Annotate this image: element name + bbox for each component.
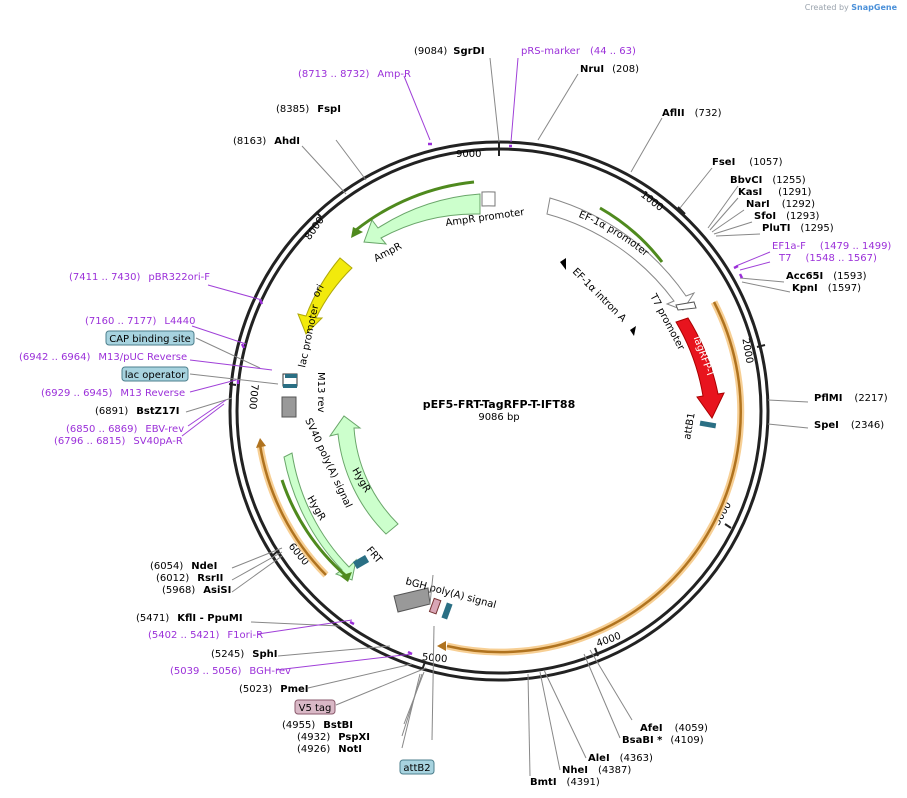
m13-rev-label: M13 rev <box>315 372 326 413</box>
ef1a-intron-end-marker <box>630 326 636 336</box>
site-kfli: (5471)KflI - PpuMI <box>136 613 243 624</box>
tick-marks <box>228 142 766 671</box>
site-bmti: BmtI(4391) <box>530 777 600 788</box>
site-kasi: KasI(1291) <box>738 187 812 198</box>
site-sv40pa-r: (6796 .. 6815)SV40pA-R <box>54 436 183 447</box>
site-pflmi: PflMI(2217) <box>814 393 888 404</box>
site-alei: AleI(4363) <box>588 753 653 764</box>
orf-arrow-right-head <box>437 641 446 651</box>
site-fspi: (8385)FspI <box>276 104 341 115</box>
leader-lines <box>185 57 809 777</box>
v5-tag-box <box>294 699 336 715</box>
site-ndei: (6054)NdeI <box>150 561 217 572</box>
site-pbr322ori-f: (7411 .. 7430)pBR322ori-F <box>69 272 210 283</box>
site-sfoi: SfoI(1293) <box>754 211 820 222</box>
created-by-text: Created by <box>804 3 849 12</box>
site-ef1a-f: EF1a-F(1479 .. 1499) <box>772 241 891 252</box>
site-m13-reverse: (6929 .. 6945)M13 Reverse <box>41 388 185 399</box>
snapgene-logo: SnapGene <box>851 3 897 12</box>
site-nari: NarI(1292) <box>746 199 815 210</box>
backbone <box>228 140 770 682</box>
site-labels: (9084)SgrDI pRS-marker(44 .. 63) NruI(20… <box>19 46 891 788</box>
lac-operator-box <box>121 366 189 382</box>
site-m13-puc-reverse: (6942 .. 6964)M13/pUC Reverse <box>19 352 187 363</box>
cap-binding-site-label: CAP binding site <box>109 334 191 345</box>
tick-label-5000: 5000 <box>421 652 447 665</box>
site-acc65i: Acc65I(1593) <box>786 271 867 282</box>
attb1-mark <box>699 420 717 429</box>
site-nrui: NruI(208) <box>580 64 639 75</box>
tick-label-2000: 2000 <box>739 337 754 364</box>
hygr-orf-line <box>280 479 346 577</box>
attb2-mark <box>441 602 453 620</box>
lac-operator-label: lac operator <box>125 370 186 381</box>
attb2-box <box>399 759 435 775</box>
site-t7: T7(1548 .. 1567) <box>778 253 877 264</box>
site-f1ori-r: (5402 .. 5421)F1ori-R <box>148 630 263 641</box>
ef1a-intron-start-marker <box>560 258 566 270</box>
site-afei: AfeI(4059) <box>640 723 708 734</box>
ampr-orf-line <box>355 180 475 232</box>
ori-label: ori <box>311 283 327 300</box>
orf-arrows <box>256 300 745 656</box>
site-bstbi: (4955)BstBI <box>282 720 353 731</box>
site-nhei: NheI(4387) <box>562 765 631 776</box>
tagrfp-t-arrow <box>675 317 725 419</box>
v5-tag-label: V5 tag <box>299 703 332 714</box>
ampr-promoter-arrow <box>481 191 496 207</box>
tick-label-7000: 7000 <box>246 383 259 409</box>
cap-binding-site-box <box>105 330 195 346</box>
tick-label-8000: 8000 <box>303 215 327 242</box>
site-l4440: (7160 .. 7177)L4440 <box>85 316 195 327</box>
site-noti: (4926)NotI <box>297 744 362 755</box>
site-aflii: AflII(732) <box>662 108 722 119</box>
attb2-label: attB2 <box>403 763 430 774</box>
site-kpni: KpnI(1597) <box>792 283 861 294</box>
site-pluti: PluTI(1295) <box>762 223 834 234</box>
site-pmei: (5023)PmeI <box>239 684 309 695</box>
v5-tag-mark <box>428 597 442 615</box>
t7-promoter-arrow <box>675 301 697 311</box>
tick-label-1000: 1000 <box>638 189 665 213</box>
primer-leader-lines <box>181 57 771 671</box>
site-sphi: (5245)SphI <box>211 649 277 660</box>
ampr-label: AmpR <box>372 241 404 265</box>
site-ahdi: (8163)AhdI <box>233 136 300 147</box>
attb1-label: attB1 <box>682 412 698 441</box>
ampr-arrow <box>363 193 481 245</box>
snapgene-branding: Created by SnapGene <box>805 3 897 12</box>
ef1a-orf-line <box>599 206 664 263</box>
plasmid-name: pEF5-FRT-TagRFP-T-IFT88 <box>423 398 576 411</box>
site-pspxi: (4932)PspXI <box>297 732 370 743</box>
site-ebv-rev: (6850 .. 6869)EBV-rev <box>66 424 184 435</box>
site-bgh-rev: (5039 .. 5056)BGH-rev <box>170 666 291 677</box>
site-amp-r: (8713 .. 8732)Amp-R <box>298 69 411 80</box>
site-asisi: (5968)AsiSI <box>162 585 231 596</box>
frt-mark <box>352 555 370 569</box>
lac-promoter-label: lac promoter <box>297 303 321 369</box>
ef1a-promoter-arrow <box>546 197 696 311</box>
hygr-inner-arrow <box>328 415 399 535</box>
site-bbvci: BbvCI(1255) <box>730 175 806 186</box>
site-fsei: FseI(1057) <box>712 157 783 168</box>
site-bsabi: BsaBI *(4109) <box>622 735 704 746</box>
ef1a-intron-label: EF-1α intron A <box>570 266 628 324</box>
site-bstz17i: (6891)BstZ17I <box>95 406 180 417</box>
plasmid-length: 9086 bp <box>478 412 519 423</box>
boxed-labels: CAP binding site lac operator V5 tag att… <box>105 330 435 775</box>
site-sgrdi: (9084)SgrDI <box>414 46 485 57</box>
site-spei: SpeI(2346) <box>814 420 884 431</box>
primer-marks <box>236 142 744 656</box>
tick-label-9000: 9000 <box>456 149 481 160</box>
site-rsrii: (6012)RsrII <box>156 573 223 584</box>
ori-arrow <box>297 257 353 335</box>
site-prs-marker: pRS-marker(44 .. 63) <box>521 46 636 57</box>
sv40-polya-box <box>281 396 297 418</box>
